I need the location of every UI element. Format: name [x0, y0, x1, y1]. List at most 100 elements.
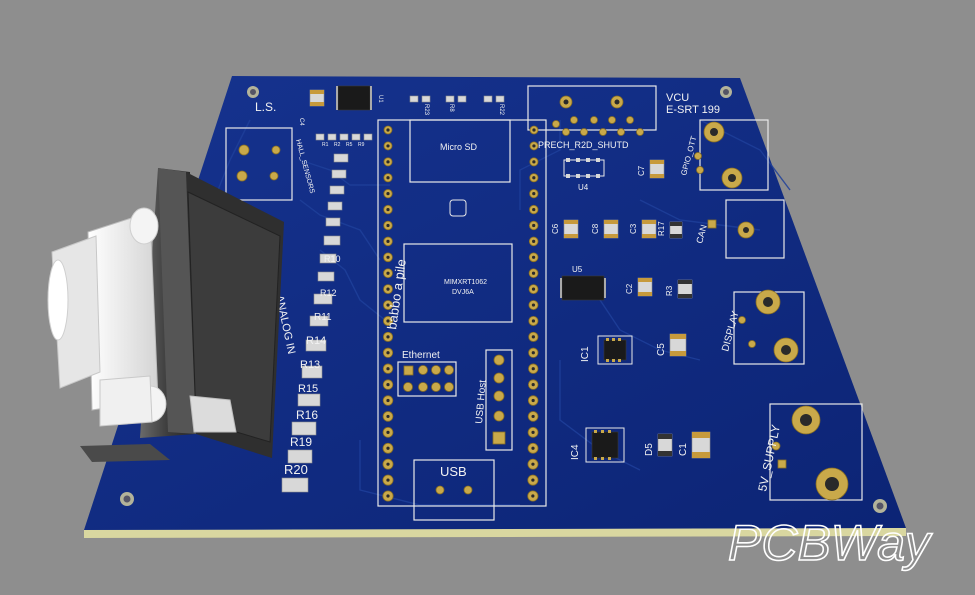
- label-mcu-line2: DVJ6A: [452, 289, 474, 296]
- ic-u4: [563, 158, 605, 178]
- teensy-pin-hole: [531, 430, 535, 434]
- teensy-pin-hole: [386, 367, 390, 371]
- teensy-pin-hole: [532, 255, 536, 259]
- teensy-pin-hole: [531, 398, 535, 403]
- ic-u5: [560, 275, 606, 301]
- teensy-pin-hole: [532, 144, 536, 148]
- teensy-pins: [382, 125, 539, 502]
- teensy-pin-hole: [386, 144, 390, 148]
- teensy-pin-hole: [531, 351, 535, 355]
- refdes-r15: R15: [298, 383, 318, 395]
- smd-res-r17: [669, 221, 683, 239]
- connector-gpio-pads: [694, 121, 743, 189]
- refdes-r16: R16: [296, 408, 318, 422]
- label-esrt: E-SRT 199: [666, 104, 720, 116]
- teensy-pin-hole: [386, 383, 390, 387]
- teensy-pin-hole: [531, 414, 535, 419]
- teensy-pin-hole: [532, 239, 536, 243]
- smd-cap-c3: [641, 219, 657, 239]
- refdes-r19: R19: [290, 435, 312, 449]
- usb-outline: [413, 459, 495, 521]
- refdes-ic1: IC1: [580, 346, 591, 362]
- teensy-pin-hole: [386, 414, 390, 419]
- teensy-pin-hole: [531, 462, 535, 466]
- teensy-pin-hole: [386, 478, 390, 482]
- label-ethernet: Ethernet: [402, 350, 440, 361]
- microsd-outline: [409, 119, 511, 183]
- teensy-pin-hole: [532, 176, 536, 180]
- refdes-r13: R13: [300, 359, 320, 371]
- teensy-pin-hole: [532, 128, 536, 132]
- ic-ic4: [585, 427, 625, 463]
- smd-cap-c5: [669, 333, 687, 357]
- refdes-r12: R12: [320, 288, 337, 298]
- refdes-r11: R11: [314, 312, 332, 323]
- refdes-ic4: IC4: [570, 444, 581, 460]
- resistor-ladder: [281, 153, 349, 493]
- teensy-pin-hole: [532, 223, 536, 228]
- refdes-r5: R5: [346, 142, 353, 148]
- label-prech: PRECH_R2D_SHUTD: [538, 140, 629, 150]
- refdes-c5: C5: [656, 343, 667, 356]
- teensy-pin-hole: [386, 462, 390, 466]
- teensy-pin-hole: [531, 494, 535, 498]
- diode-d5: [657, 433, 673, 457]
- refdes-r1: R1: [322, 142, 329, 148]
- teensy-pin-hole: [532, 192, 536, 196]
- usbhost-outline: [485, 349, 513, 451]
- teensy-pin-hole: [386, 335, 390, 339]
- resistor-row-top: [409, 95, 505, 103]
- label-mcu-line1: MIMXRT1062: [444, 279, 487, 286]
- smd-cap-c7: [649, 159, 665, 179]
- connector-display-pads: [738, 289, 799, 363]
- refdes-c3: C3: [629, 223, 638, 234]
- teensy-pin-hole: [531, 383, 535, 387]
- teensy-pin-hole: [386, 430, 390, 434]
- teensy-pin-hole: [386, 351, 390, 355]
- teensy-pin-hole: [386, 239, 390, 243]
- smd-cap-c2: [637, 277, 653, 297]
- teensy-pin-hole: [531, 303, 536, 307]
- connector-vcu-pads: [552, 95, 644, 136]
- refdes-c7: C7: [637, 165, 646, 176]
- refdes-r17: R17: [657, 221, 666, 236]
- mcu-outline: [403, 243, 513, 323]
- refdes-r20: R20: [284, 462, 308, 477]
- refdes-r9: R9: [358, 142, 365, 148]
- board-edge: [84, 528, 906, 538]
- refdes-u4: U4: [578, 183, 589, 192]
- smd-cap-c4: [309, 89, 325, 107]
- teensy-pin-hole: [532, 207, 536, 212]
- teensy-pin-hole: [386, 223, 390, 228]
- refdes-c1: C1: [678, 443, 689, 456]
- teensy-pin-hole: [386, 398, 390, 403]
- teensy-pin-hole: [386, 255, 390, 259]
- connector-supply-pads: [771, 405, 849, 501]
- refdes-u5: U5: [572, 265, 583, 274]
- button-outline: [449, 199, 467, 217]
- refdes-r23: R23: [423, 104, 429, 116]
- connector-can-pads: [707, 219, 755, 239]
- label-microsd: Micro SD: [440, 142, 478, 152]
- teensy-pin-hole: [386, 192, 390, 196]
- refdes-c6: C6: [551, 223, 560, 234]
- refdes-c4: C4: [298, 118, 304, 126]
- refdes-c8: C8: [591, 223, 600, 234]
- refdes-c2: C2: [625, 283, 634, 294]
- refdes-r10: R10: [324, 254, 341, 264]
- teensy-pin-hole: [531, 271, 536, 275]
- label-vcu: VCU: [666, 92, 689, 104]
- teensy-pin-hole: [531, 319, 536, 323]
- refdes-r14: R14: [306, 335, 326, 347]
- teensy-pin-hole: [386, 303, 390, 307]
- teensy-pin-hole: [386, 160, 390, 164]
- db9-connector: [47, 168, 284, 462]
- teensy-pin-hole: [386, 207, 390, 212]
- ic-u1: [336, 85, 372, 111]
- teensy-pin-hole: [386, 446, 390, 450]
- teensy-pin-hole: [386, 128, 390, 132]
- smd-cap-c1: [691, 431, 711, 459]
- smd-res-r3: [677, 279, 693, 299]
- refdes-r22: R22: [498, 104, 504, 116]
